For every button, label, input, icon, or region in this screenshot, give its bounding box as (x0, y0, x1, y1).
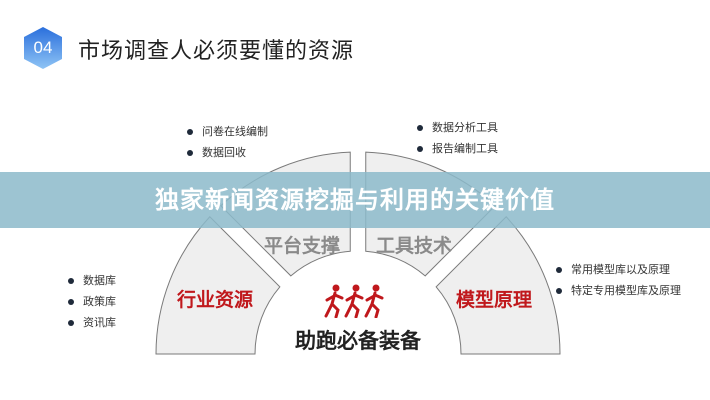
runners-icon (324, 284, 384, 318)
bullet-icon (417, 145, 423, 152)
section-number: 04 (33, 38, 53, 57)
list-item: 数据库 (68, 270, 116, 291)
center-caption: 助跑必备装备 (295, 329, 421, 353)
list-item: 问卷在线编制 (187, 121, 268, 142)
list-item: 数据回收 (187, 142, 268, 163)
segment-label-tools: 工具技术 (375, 235, 453, 257)
list-item: 常用模型库以及原理 (556, 259, 681, 280)
list-item: 报告编制工具 (417, 138, 498, 159)
bullet-icon (187, 128, 193, 135)
bullet-icon (417, 124, 423, 131)
bullet-icon (556, 287, 562, 294)
segment-label-models: 模型原理 (455, 289, 533, 311)
segment-models (435, 216, 561, 355)
segment-label-industry: 行业资源 (176, 289, 254, 311)
overlay-banner (0, 172, 710, 228)
platform-list: 问卷在线编制 数据回收 (187, 121, 268, 163)
list-item: 数据分析工具 (417, 117, 498, 138)
page-title: 市场调查人必须要懂的资源 (78, 39, 355, 64)
segment-label-platform: 平台支撑 (263, 235, 341, 257)
list-item: 资讯库 (68, 312, 116, 333)
list-item: 政策库 (68, 291, 116, 312)
hexagon-badge-icon (24, 27, 62, 69)
tools-list: 数据分析工具 报告编制工具 (417, 117, 498, 159)
bullet-icon (68, 277, 74, 284)
models-list: 常用模型库以及原理 特定专用模型库及原理 (556, 259, 681, 301)
bullet-icon (187, 149, 193, 156)
banner-headline: 独家新闻资源挖掘与利用的关键价值 (155, 186, 555, 214)
bullet-icon (68, 319, 74, 326)
list-item: 特定专用模型库及原理 (556, 280, 681, 301)
industry-list: 数据库 政策库 资讯库 (68, 270, 116, 333)
bullet-icon (556, 266, 562, 273)
bullet-icon (68, 298, 74, 305)
